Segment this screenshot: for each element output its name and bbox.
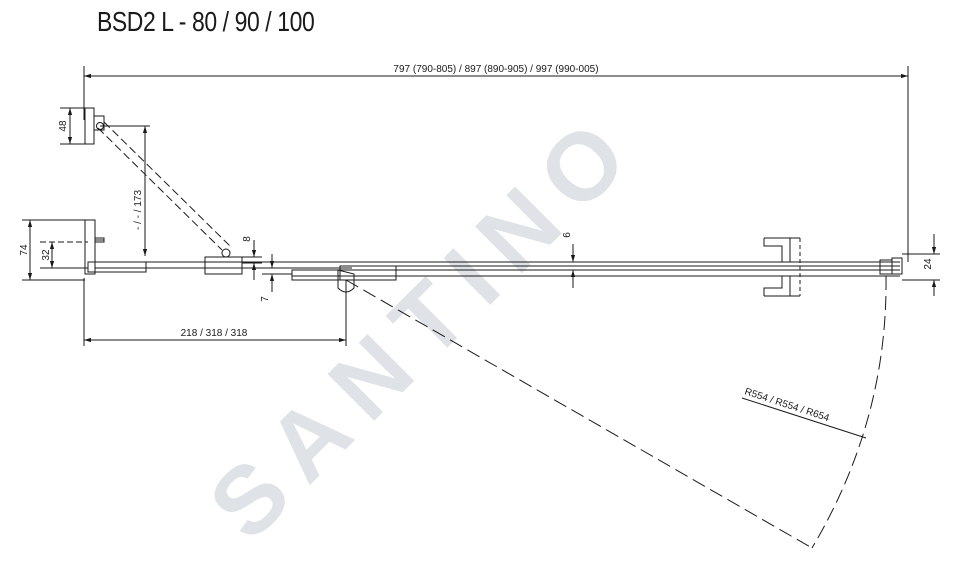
label-glass-offset: 7 (260, 296, 271, 302)
end-profile-right (879, 234, 940, 296)
label-radius: R554 / R554 / R654 (743, 386, 831, 424)
dimension-offset-7 (262, 254, 292, 292)
dimension-gap-8 (242, 240, 262, 280)
hinge-bracket-upper (60, 107, 105, 145)
label-glass-thickness: 6 (562, 232, 573, 238)
glass-panel-fixed (87, 261, 352, 273)
dimension-arm-height (100, 125, 150, 256)
dimension-line-offset (83, 278, 347, 346)
door-swing-arc (345, 275, 887, 549)
wall-profile-left (22, 219, 105, 281)
label-hinge-depth: 48 (58, 120, 69, 132)
label-glass-gap: 8 (242, 236, 253, 242)
glass-panel-sliding (291, 261, 900, 293)
label-total-width: 797 (790-805) / 897 (890-905) / 997 (990… (393, 64, 598, 75)
radius-leader (741, 397, 867, 439)
label-door-arm: - / - / 173 (133, 190, 144, 230)
label-wall-profile-height: 74 (19, 244, 30, 256)
label-offset-width: 218 / 318 / 318 (181, 328, 248, 339)
dimension-line-total-width (83, 66, 909, 262)
drawing-title: BSD2 L - 80 / 90 / 100 (97, 6, 315, 37)
support-arm-dashed (97, 121, 231, 251)
label-end-profile: 24 (923, 258, 934, 270)
label-wall-profile-inner: 32 (41, 249, 52, 261)
bracket-right (763, 237, 801, 297)
